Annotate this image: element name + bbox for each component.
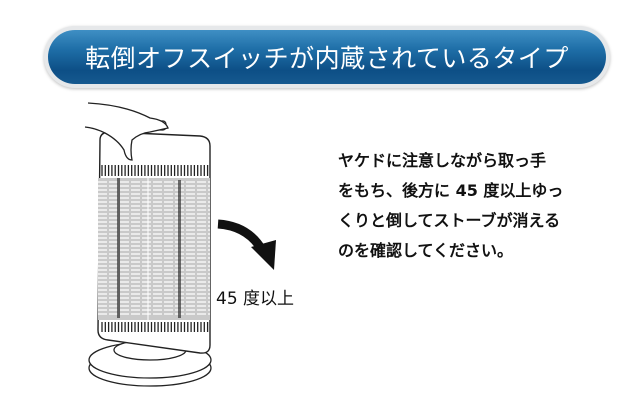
instruction-line: ヤケドに注意しながら取っ手 [338, 151, 547, 170]
heater-body [97, 120, 211, 354]
heater-base [88, 339, 212, 387]
hand [84, 102, 169, 161]
title-banner-fill: 転倒オフスイッチが内蔵されているタイプ [48, 30, 606, 84]
instruction-line: をもち、後方に 45 度以上ゆっ [338, 181, 564, 200]
title-banner: 転倒オフスイッチが内蔵されているタイプ [44, 26, 610, 88]
banner-title: 転倒オフスイッチが内蔵されているタイプ [85, 44, 569, 73]
angle-label: 45 度以上 [216, 289, 295, 309]
tilt-arrow-icon [217, 219, 276, 270]
instruction-line: のを確認してください。 [338, 241, 514, 260]
instruction-text: ヤケドに注意しながら取っ手 をもち、後方に 45 度以上ゆっ くりと倒してストー… [338, 146, 628, 266]
grille-stripes [98, 181, 210, 315]
grille-vents [101, 165, 209, 332]
instruction-line: くりと倒してストーブが消える [338, 211, 561, 230]
heater-grille [98, 178, 210, 320]
